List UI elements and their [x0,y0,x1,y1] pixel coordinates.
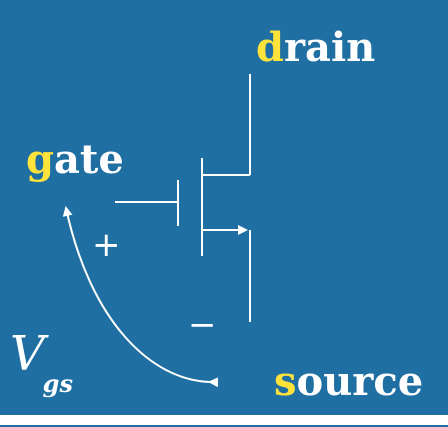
source-initial: s [274,358,297,405]
vgs-main: V [10,326,45,382]
plus-sign: + [92,225,121,265]
drain-rest: rain [283,24,376,71]
vgs-label: Vgs [10,330,75,396]
bottom-rule [0,415,448,425]
vgs-curved-arrow [62,206,219,388]
source-label: source [274,362,423,402]
source-rest: ource [296,358,424,405]
gate-label: gate [26,140,124,180]
drain-initial: d [256,24,284,71]
gate-initial: g [26,136,54,183]
drain-label: drain [256,28,375,68]
gate-rest: ate [53,136,124,183]
vgs-subscript: gs [42,369,73,398]
minus-sign: − [188,305,217,345]
